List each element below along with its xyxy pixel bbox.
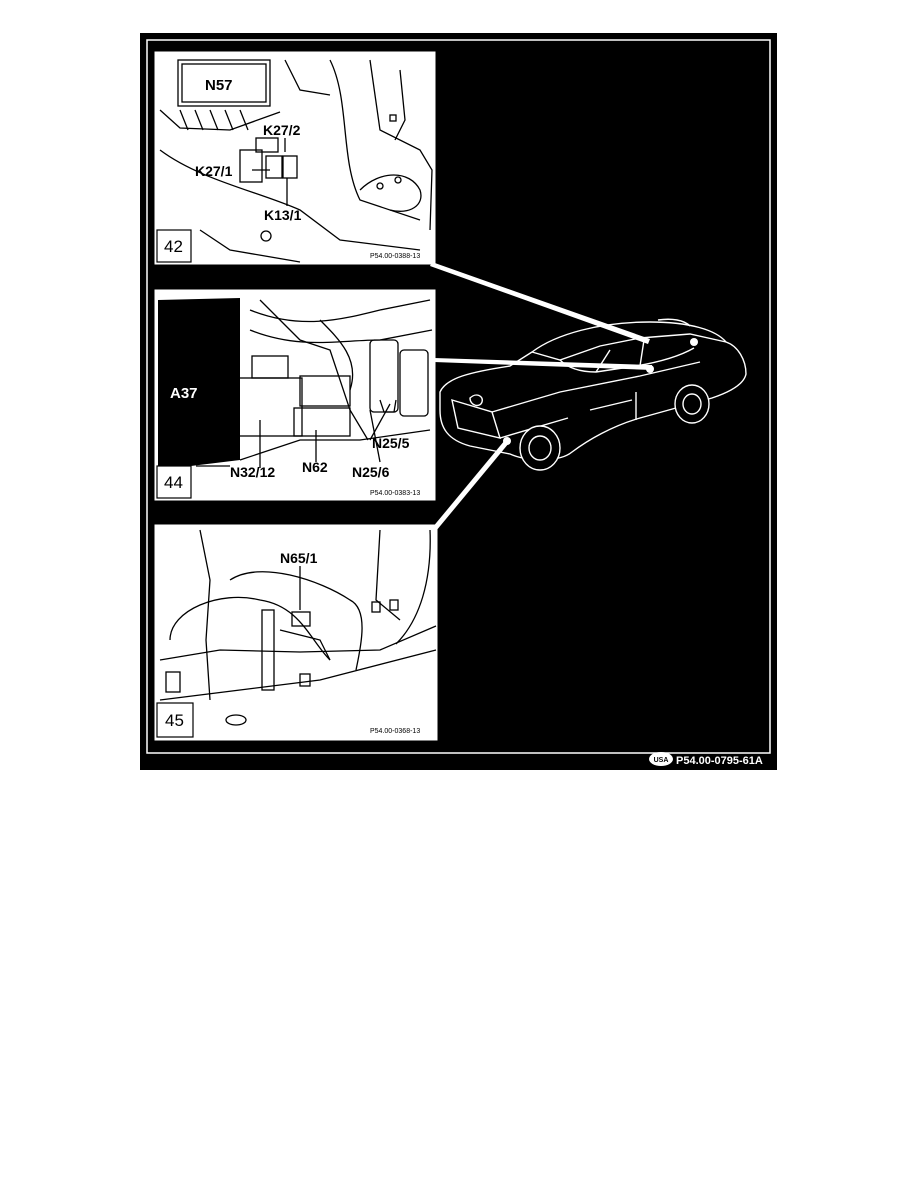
n57-module (177, 59, 271, 107)
panel-number-44: 44 (164, 473, 183, 492)
connector-mid (434, 358, 652, 370)
connector-top (430, 262, 650, 344)
panel-42: N57 K27/2 K27/1 K13/1 42 P54.00-0388-13 (154, 51, 436, 265)
panel-number-42: 42 (164, 237, 183, 256)
location-dot-top (690, 338, 698, 346)
label-n25-5: N25/5 (372, 435, 410, 451)
ref-panel-45: P54.00-0368-13 (370, 728, 420, 735)
inner-border (146, 39, 771, 754)
label-n25-6: N25/6 (352, 464, 390, 480)
panel-44: A37 N25/5 N32/12 N62 N25/6 44 P54.00-038… (154, 289, 436, 501)
location-dot-mid (646, 365, 654, 373)
label-n32-12: N32/12 (230, 464, 275, 480)
ref-panel-42: P54.00-0388-13 (370, 253, 420, 260)
usa-badge-text: USA (654, 757, 669, 764)
location-dot-bot (503, 437, 511, 445)
panel-number-45: 45 (165, 711, 184, 730)
panel-45: N65/1 45 P54.00-0368-13 (154, 524, 438, 741)
ref-panel-44: P54.00-0383-13 (370, 490, 420, 497)
figure-code-text: P54.00-0795-61A (676, 755, 763, 767)
label-a37: A37 (170, 385, 198, 402)
component-location-diagram: N57 K27/2 K27/1 K13/1 42 P54.00-0388-13 … (146, 39, 771, 767)
label-k27-2: K27/2 (263, 122, 301, 138)
figure-code: USA P54.00-0795-61A (649, 752, 763, 767)
car-illustration (439, 318, 747, 471)
connector-bot (432, 440, 509, 531)
diagram-frame: N57 K27/2 K27/1 K13/1 42 P54.00-0388-13 … (140, 33, 777, 770)
label-n57: N57 (205, 77, 233, 94)
label-n62: N62 (302, 459, 328, 475)
label-k13-1: K13/1 (264, 207, 302, 223)
usa-badge (649, 752, 673, 766)
label-k27-1: K27/1 (195, 163, 233, 179)
label-n65-1: N65/1 (280, 550, 318, 566)
